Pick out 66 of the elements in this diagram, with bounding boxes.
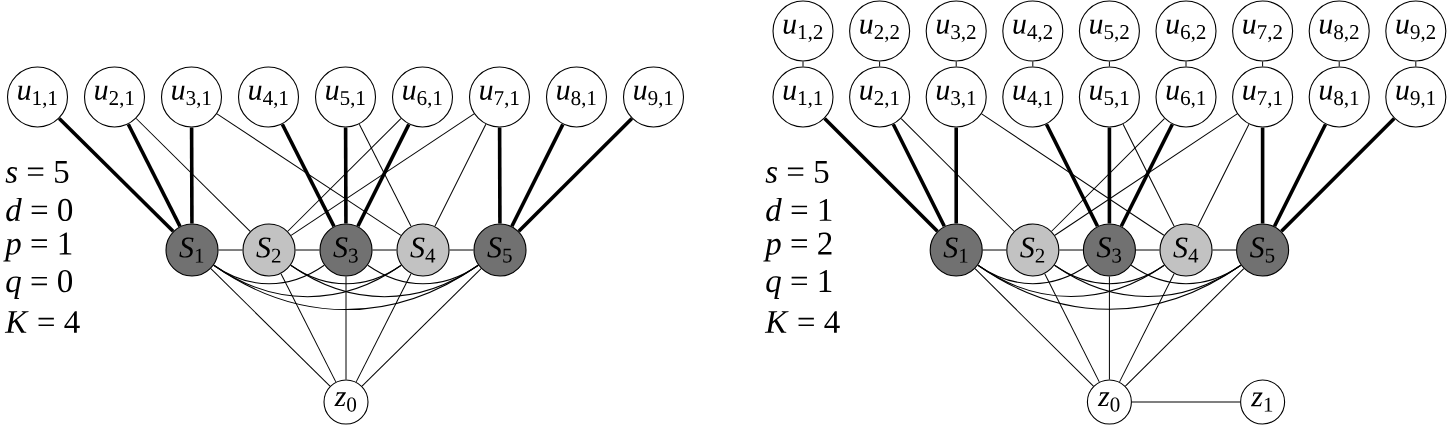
graph-edge [982,249,1007,251]
graph-edge [1262,61,1264,67]
graph-edge [367,264,479,285]
graph-edge [1058,249,1084,251]
graph-edge [345,276,347,380]
parameter-label: p = 2 [763,232,832,262]
graph-edge [1260,127,1265,224]
graph-edge [449,249,474,251]
graph-edge [355,273,412,383]
graph-edge [974,268,1094,387]
parameter-label: s = 5 [5,161,69,183]
graph-edge [126,123,182,228]
graph-edge [1131,401,1241,403]
graph-edge [497,127,502,224]
graph-edge [280,123,336,228]
graph-edge [434,123,487,227]
graph-edge [210,268,331,387]
graph-edge [1124,268,1245,387]
graph-edge [1044,273,1100,383]
graph-edge [57,117,175,233]
graph-edge [290,113,475,236]
graph-edge [1107,127,1112,224]
graph-edge [280,273,337,383]
graph-edge [287,118,402,232]
graph-edge [361,268,482,387]
graph-edge [954,127,958,224]
parameter-label: K = 4 [764,311,840,333]
graph-edge [1135,249,1160,251]
graph-edge [295,249,320,251]
graph-edge [1212,249,1237,251]
graph-edge [1197,123,1250,227]
graph-edge [1338,61,1340,67]
parameter-label: q = 0 [6,270,73,299]
graph-edge [517,117,634,233]
graph-edge [900,118,1015,232]
graph-edge [216,113,402,236]
graph-edge [189,127,194,224]
graph-edge [802,61,804,67]
graph-edge [1108,276,1110,380]
graph-edge [343,127,348,224]
graph-edge [1044,123,1100,228]
graph-edge [1054,113,1238,236]
parameter-label: p = 1 [3,232,72,262]
graph-edge [981,113,1165,236]
graph-edge [1272,123,1328,228]
graph-edge [1051,118,1165,232]
graph-edge [891,123,946,228]
graph-edge [1185,61,1187,67]
graph-edge [879,61,881,67]
parameter-label: d = 0 [6,197,73,222]
graph-edge [135,118,251,232]
parameter-label: s = 5 [765,161,829,183]
graph-edge [510,123,565,228]
graph-edge [1415,61,1417,67]
graph-edge [1130,264,1242,285]
parameter-label: q = 1 [766,270,832,299]
graph-edge [823,117,939,233]
graph-edge [1280,117,1396,233]
parameter-label: d = 1 [766,197,832,222]
graph-edge [218,249,243,251]
graph-edge [1032,61,1034,67]
parameter-label: K = 4 [4,311,80,333]
graph-edge [1108,61,1110,67]
graph-edge [1119,273,1175,383]
graph-edge [955,61,957,67]
graph-edge [372,249,397,251]
